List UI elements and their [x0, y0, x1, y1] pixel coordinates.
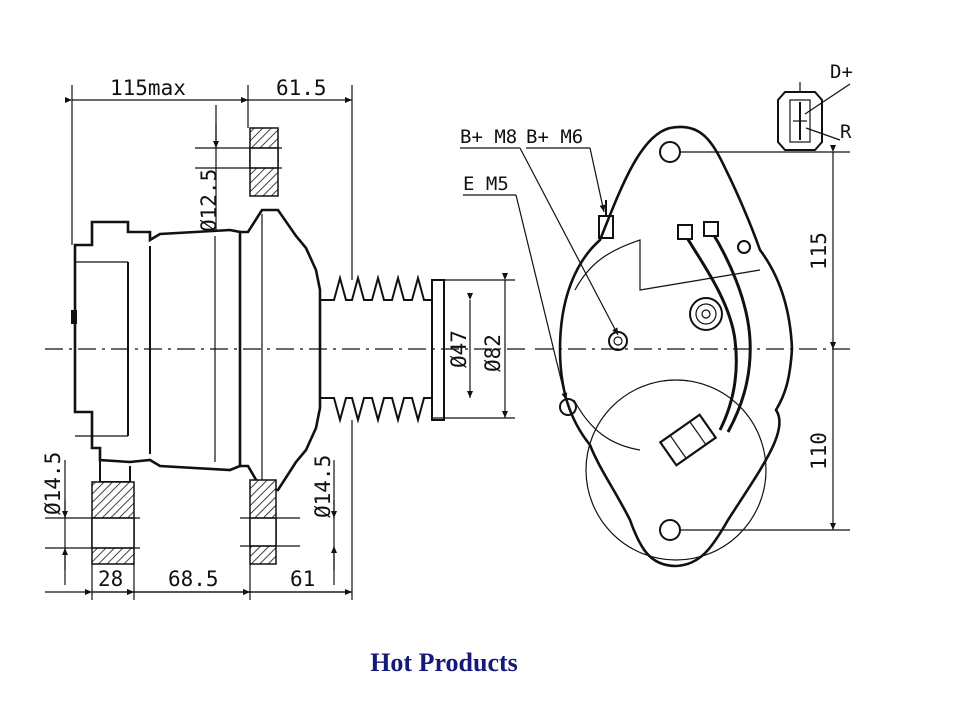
front-housing-outline	[240, 208, 322, 492]
rear-housing-outline	[558, 125, 794, 568]
dim-pulley: Ø82	[481, 334, 505, 372]
dim-61-5: 61.5	[276, 76, 327, 100]
dim-foot-hole-right: Ø14.5	[311, 455, 335, 518]
top-mount-hole	[659, 141, 681, 163]
dim-top-hole: Ø12.5	[197, 169, 221, 232]
regulator-plug-detail: D+ R	[777, 61, 853, 151]
dim-upper-height: 115	[807, 232, 831, 270]
label-d-plus: D+	[830, 61, 853, 83]
bottom-mount-hole	[659, 519, 681, 541]
hot-products-heading: Hot Products	[370, 648, 518, 677]
dim-foot-hole-left: Ø14.5	[41, 452, 65, 515]
label-b-plus-m8: B+ M8	[460, 126, 517, 148]
label-b-plus-m6: B+ M6	[526, 126, 583, 148]
pulley	[319, 274, 445, 424]
dim-shaft: Ø47	[447, 330, 471, 368]
dim-lower-height: 110	[807, 432, 831, 470]
wiring-connector	[658, 413, 718, 467]
rear-view: 115 110 B+ M8 B+ M6 E M5 D+ R	[460, 61, 853, 568]
dim-foot-width: 28	[98, 567, 123, 591]
dim-115max: 115max	[110, 76, 186, 100]
dim-rear-foot: 61	[290, 567, 315, 591]
dim-foot-span: 68.5	[168, 567, 219, 591]
label-e-m5: E M5	[463, 173, 509, 195]
label-r: R	[840, 121, 852, 143]
side-view: 115max 61.5 Ø12.5 Ø47 Ø82 Ø14.5 Ø14.5	[41, 76, 525, 600]
